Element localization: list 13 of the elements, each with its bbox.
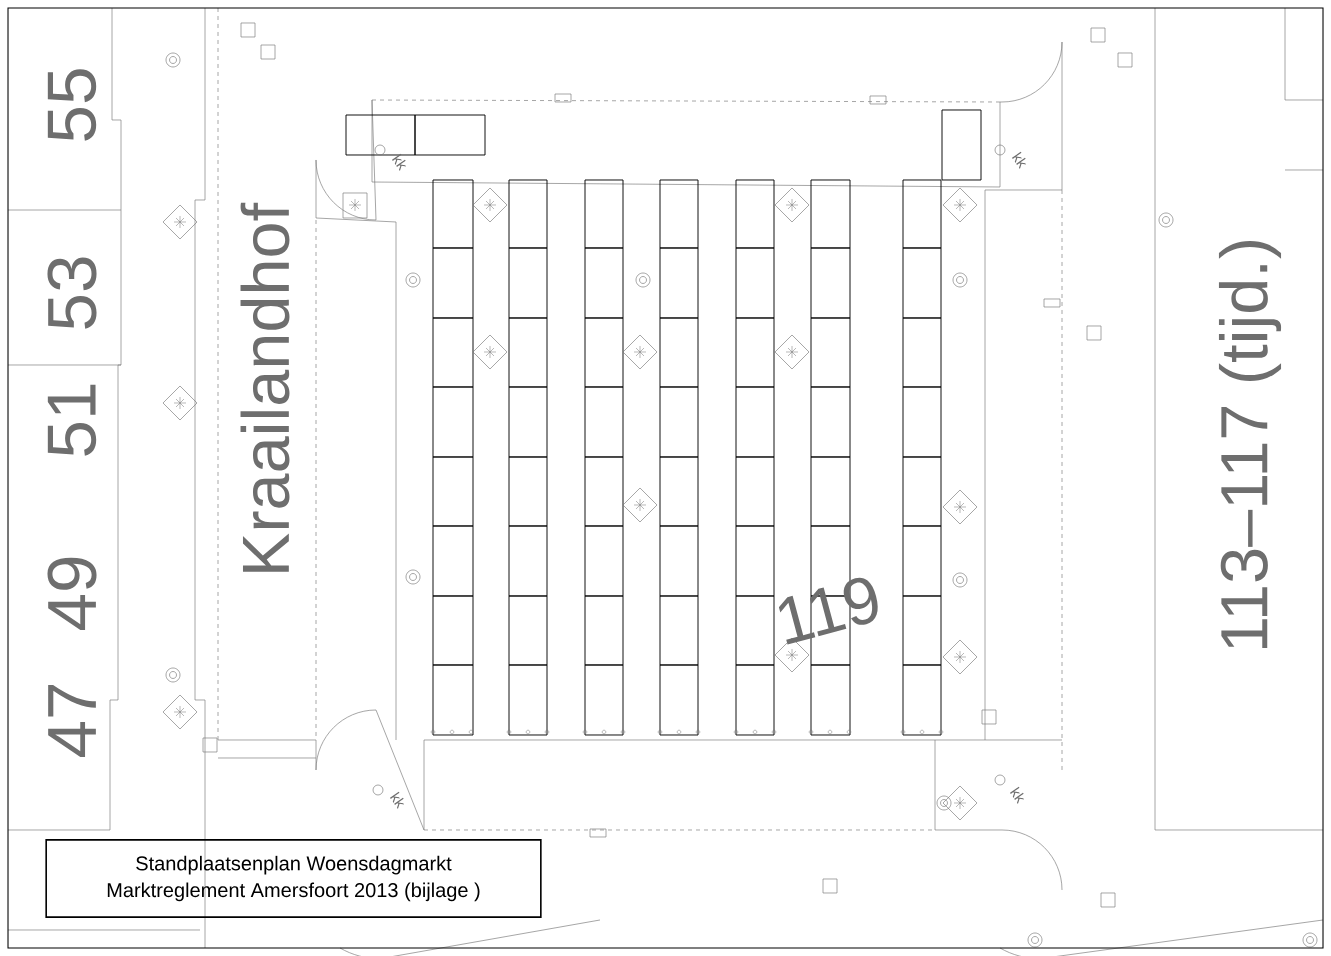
house-number: 47: [48, 684, 96, 757]
map-label: kk: [1010, 786, 1025, 805]
house-number: 53: [47, 257, 97, 329]
street-name: Kraailandhof: [240, 202, 290, 572]
building-number: 113–117 (tijd.): [1218, 241, 1282, 649]
title-box: Standplaatsenplan Woensdagmarkt Marktreglement Amersfoort 2013 (bijlage ): [45, 839, 542, 918]
house-number: 49: [47, 557, 97, 630]
map-label: kk: [1012, 151, 1027, 170]
map-label: kk: [392, 153, 407, 172]
house-number: 55: [47, 69, 97, 141]
map-label: kk: [390, 791, 405, 810]
house-number: 51: [47, 384, 97, 456]
building-number: 119: [778, 577, 878, 645]
